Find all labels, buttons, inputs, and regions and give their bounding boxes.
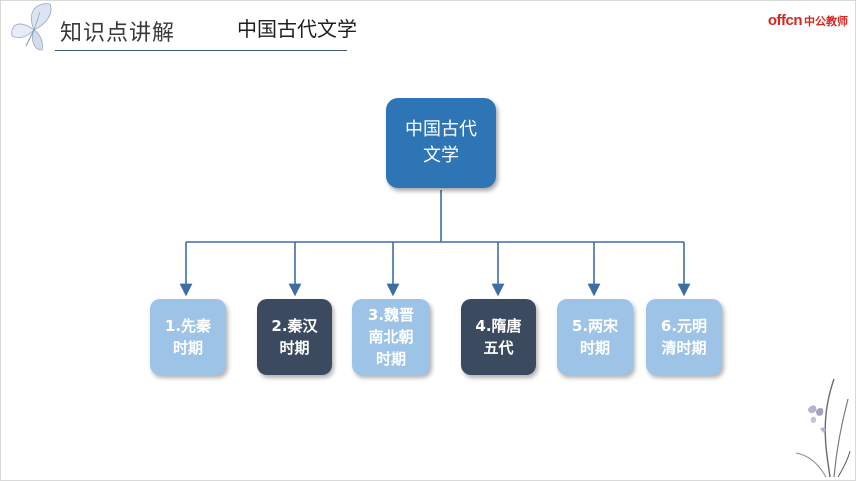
child-node-3: 3.魏晋 南北朝 时期 — [352, 299, 430, 375]
child-node-label: 4.隋唐 五代 — [475, 317, 522, 357]
logo-text-cn: 中公教师 — [804, 15, 848, 28]
logo-text-en: offcn — [767, 12, 803, 29]
child-node-label: 5.两宋 时期 — [571, 317, 619, 357]
child-node-4: 4.隋唐 五代 — [461, 299, 536, 375]
child-node-label: 6.元明 清时期 — [660, 317, 708, 357]
butterfly-icon — [11, 3, 52, 51]
child-node-5: 5.两宋 时期 — [557, 299, 633, 375]
header-divider — [55, 50, 347, 51]
child-node-label: 1.先秦 时期 — [164, 317, 212, 357]
child-node-6: 6.元明 清时期 — [646, 299, 722, 375]
child-node-2: 2.秦汉 时期 — [257, 299, 332, 375]
child-node-label: 2.秦汉 时期 — [271, 317, 318, 357]
brand-logo: offcn 中公教师 — [768, 12, 848, 29]
child-node-label: 3.魏晋 南北朝 时期 — [367, 306, 415, 368]
child-node-1: 1.先秦 时期 — [150, 299, 226, 375]
root-node: 中国古代 文学 — [386, 98, 496, 188]
header-topic: 中国古代文学 — [237, 17, 357, 41]
orchid-icon — [795, 378, 851, 478]
header-title: 知识点讲解 — [60, 21, 176, 46]
root-node-label: 中国古代 文学 — [405, 119, 477, 166]
